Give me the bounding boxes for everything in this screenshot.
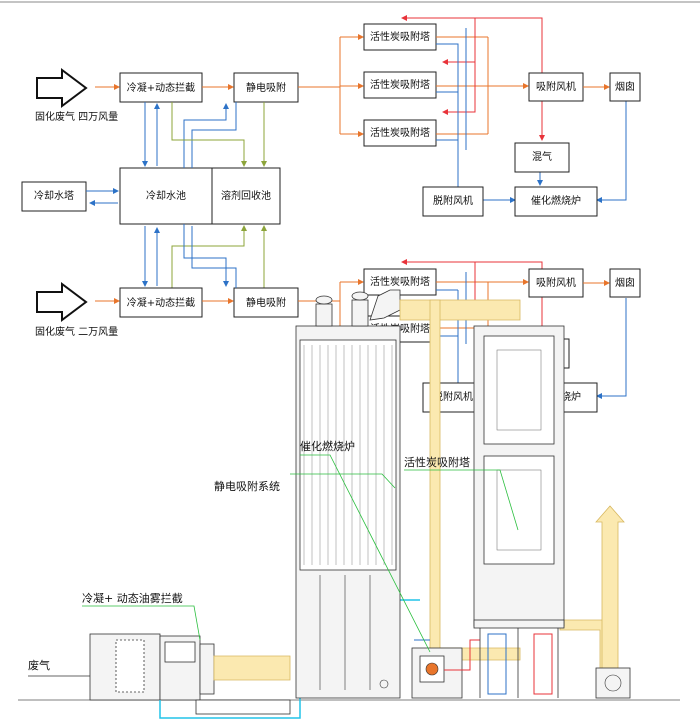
waste-gas-label: 废气 — [28, 658, 50, 672]
svg-text:脱附风机: 脱附风机 — [433, 390, 473, 403]
label-condense: 冷凝+ 动态油雾拦截 — [82, 591, 183, 605]
condense-box-2: 冷凝+动态拦截 — [119, 287, 203, 318]
esp-box-1: 静电吸附 — [233, 72, 299, 103]
svg-text:冷凝+动态拦截: 冷凝+动态拦截 — [127, 296, 195, 309]
burner-box-1: 催化燃烧炉 — [514, 186, 598, 217]
svg-text:烟囱: 烟囱 — [615, 80, 635, 93]
desorb-fan-box-1: 脱附风机 — [422, 186, 484, 217]
svg-text:冷却水池: 冷却水池 — [146, 189, 186, 202]
svg-text:吸附风机: 吸附风机 — [536, 276, 576, 289]
cooling-pool-box: 冷却水池 — [119, 167, 213, 225]
mix-box-1: 混气 — [514, 142, 570, 173]
carbon-tower-1a: 活性炭吸附塔 — [363, 23, 437, 51]
inlet-arrow-2 — [36, 282, 88, 322]
svg-text:吸附风机: 吸附风机 — [536, 80, 576, 93]
condense-label-1: 冷凝+动态拦截 — [127, 81, 195, 94]
esp-box-2: 静电吸附 — [233, 287, 299, 318]
svg-text:活性炭吸附塔: 活性炭吸附塔 — [370, 126, 430, 139]
inlet-arrow-1 — [36, 68, 88, 108]
svg-text:烟囱: 烟囱 — [615, 276, 635, 289]
label-carbon: 活性炭吸附塔 — [404, 455, 470, 469]
inlet-2-label: 固化废气 二万风量 — [35, 325, 118, 338]
chimney-box-1: 烟囱 — [609, 72, 641, 102]
svg-text:溶剂回收池: 溶剂回收池 — [221, 189, 271, 202]
solvent-pool-box: 溶剂回收池 — [211, 167, 281, 225]
carbon-tower-1b: 活性炭吸附塔 — [363, 71, 437, 99]
svg-text:活性炭吸附塔: 活性炭吸附塔 — [370, 30, 430, 43]
fan-box-2: 吸附风机 — [528, 268, 584, 298]
esp-label-1: 静电吸附 — [246, 81, 286, 94]
label-esp: 静电吸附系统 — [214, 479, 280, 493]
inlet-1-label: 固化废气 四万风量 — [35, 110, 118, 123]
svg-text:脱附风机: 脱附风机 — [433, 194, 473, 207]
fan-box-1: 吸附风机 — [528, 72, 584, 102]
svg-text:混气: 混气 — [532, 150, 552, 163]
condense-box-1: 冷凝+动态拦截 — [119, 72, 203, 103]
label-catalytic: 催化燃烧炉 — [300, 439, 355, 453]
equipment-illustration: 废气 — [18, 289, 680, 719]
carbon-tower-1c: 活性炭吸附塔 — [363, 119, 437, 147]
svg-text:静电吸附: 静电吸附 — [246, 296, 286, 309]
svg-text:冷却水塔: 冷却水塔 — [34, 189, 74, 202]
cooling-tower-box: 冷却水塔 — [21, 181, 87, 212]
svg-text:活性炭吸附塔: 活性炭吸附塔 — [370, 78, 430, 91]
svg-text:催化燃烧炉: 催化燃烧炉 — [531, 194, 581, 207]
svg-text:活性炭吸附塔: 活性炭吸附塔 — [370, 275, 430, 288]
chimney-box-2: 烟囱 — [609, 268, 641, 298]
